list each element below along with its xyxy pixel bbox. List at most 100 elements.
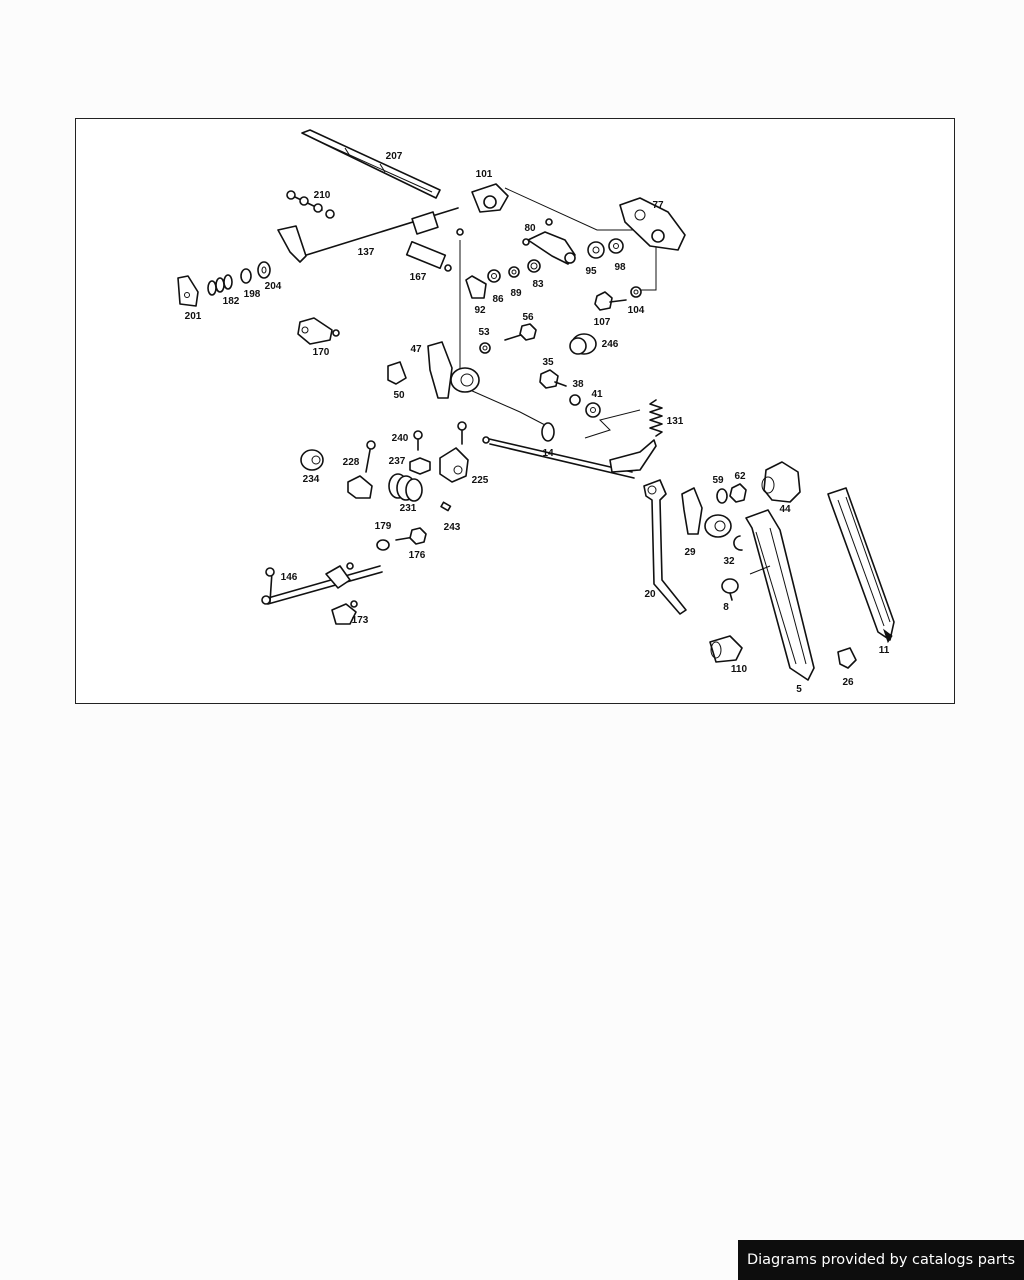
part-53-washer [479,342,491,354]
part-label-170: 170 [313,347,330,358]
part-label-53: 53 [478,327,490,338]
part-label-246: 246 [602,339,619,350]
part-20-arm [643,479,687,615]
part-246-bushing [569,333,597,355]
part-56-screw [504,323,537,341]
part-label-104: 104 [628,305,645,316]
part-80-lever [522,218,576,265]
part-89-washer [508,266,520,278]
part-41-washer [585,402,601,418]
part-label-240: 240 [392,433,409,444]
part-179-washer [376,539,390,551]
part-62-nut [729,483,747,503]
part-95-washer [587,241,605,259]
part-204-bushing [257,261,271,279]
part-label-225: 225 [472,475,489,486]
part-label-77: 77 [652,200,664,211]
part-label-83: 83 [532,279,544,290]
part-167-clip [405,240,452,272]
part-label-14: 14 [542,448,554,459]
part-label-35: 35 [542,357,554,368]
part-label-198: 198 [244,289,261,300]
leader-lines [459,187,657,439]
part-label-98: 98 [614,262,626,273]
part-label-92: 92 [474,305,486,316]
part-label-131: 131 [667,416,684,427]
part-110-switch [709,635,743,663]
part-label-204: 204 [265,281,282,292]
part-label-59: 59 [712,475,724,486]
part-label-167: 167 [410,272,427,283]
part-225-joint [439,421,469,483]
part-234-bushing [300,449,324,471]
part-29-lever [681,487,732,538]
part-label-146: 146 [281,572,298,583]
part-32-clip [733,535,743,551]
part-101-bracket [471,183,509,213]
part-label-110: 110 [731,664,748,675]
part-label-38: 38 [572,379,584,390]
part-77-plate [619,197,686,251]
part-243-pin [440,501,452,512]
part-98-washer [608,238,624,254]
part-label-179: 179 [375,521,392,532]
part-14-shaft [482,422,657,479]
part-107-bolt [594,291,627,311]
attribution-banner: Diagrams provided by catalogs parts [738,1240,1024,1280]
part-label-234: 234 [303,474,320,485]
part-label-210: 210 [314,190,331,201]
part-label-173: 173 [352,615,369,626]
part-173-bracket [331,600,358,625]
part-label-62: 62 [734,471,746,482]
part-label-5: 5 [796,684,802,695]
part-label-56: 56 [522,312,534,323]
part-137-shaft [277,207,464,263]
part-label-228: 228 [343,457,360,468]
part-label-101: 101 [476,169,493,180]
part-label-243: 243 [444,522,461,533]
attribution-text: Diagrams provided by catalogs parts [746,1252,1016,1268]
part-228-rod [347,440,376,499]
part-label-231: 231 [400,503,417,514]
part-label-201: 201 [185,311,202,322]
part-146-shaft [261,562,383,605]
part-label-47: 47 [410,344,422,355]
diagram-frame [75,118,955,704]
part-label-20: 20 [644,589,656,600]
part-label-86: 86 [492,294,504,305]
part-label-26: 26 [842,677,854,688]
part-237-nut [409,457,431,475]
part-label-207: 207 [386,151,403,162]
part-92-clip [465,275,487,299]
part-label-8: 8 [723,602,729,613]
part-201-bracket [177,275,199,307]
part-label-182: 182 [223,296,240,307]
part-44-cap [761,461,801,503]
part-8-knob [721,578,739,601]
part-label-32: 32 [723,556,735,567]
part-35-bolt [539,369,567,389]
part-11-pad [827,487,895,644]
part-207-rail [301,129,441,199]
part-label-41: 41 [591,389,603,400]
part-38-clip [569,394,581,406]
part-label-107: 107 [594,317,611,328]
part-label-50: 50 [393,390,405,401]
part-182-spring [207,274,233,296]
part-label-80: 80 [524,223,536,234]
part-50-clip [387,361,407,385]
part-label-89: 89 [510,288,522,299]
part-131-spring [649,399,663,437]
part-5-pedal [745,509,815,681]
part-176-bolt [395,527,427,545]
part-170-bracket [297,317,340,345]
part-label-44: 44 [779,504,791,515]
part-210-stud [286,190,335,219]
part-label-237: 237 [389,456,406,467]
part-26-clip [837,647,857,669]
part-198-washer [240,268,252,284]
part-231-bushing [388,473,423,502]
